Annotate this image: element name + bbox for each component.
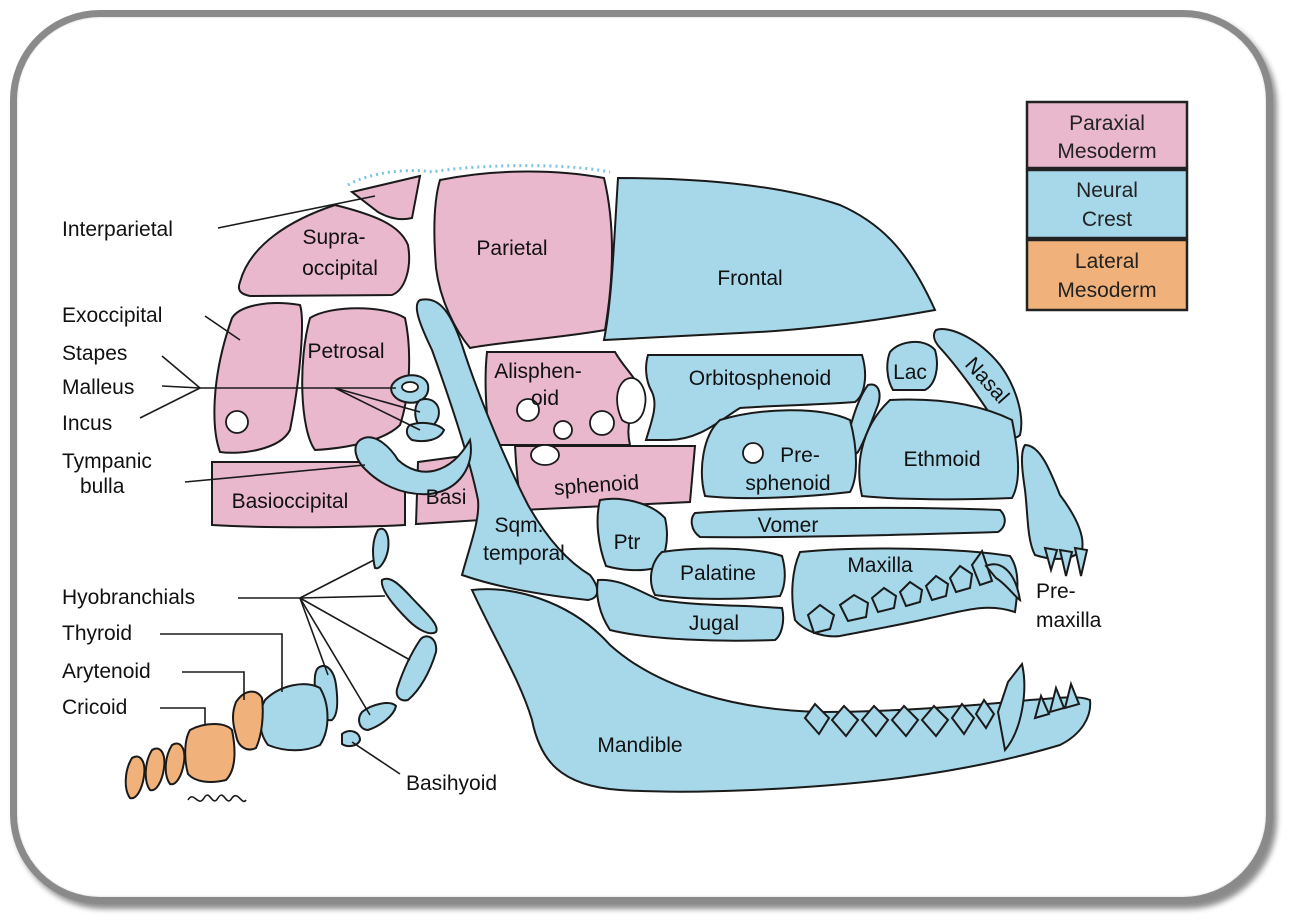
label-ethmoid: Ethmoid (903, 448, 980, 471)
legend-paraxial-line1: Paraxial (1069, 112, 1145, 135)
sphenoid-foramen (531, 445, 559, 465)
label-frontal: Frontal (717, 267, 782, 290)
thyroid-cartilage (260, 684, 327, 750)
tracheal-ring-1 (166, 744, 185, 785)
tracheal-ring-2 (146, 749, 165, 791)
vomer-bone (692, 508, 1005, 537)
stapes-foramen (402, 382, 418, 392)
label-interparietal: Interparietal (62, 218, 173, 241)
label-sqm-1: Sqm. (494, 514, 543, 537)
label-arytenoid: Arytenoid (62, 660, 151, 683)
label-tympanic-1: Tympanic (62, 450, 152, 473)
label-vomer: Vomer (758, 514, 819, 537)
label-pterygoid: Ptr (614, 531, 641, 554)
alisphenoid-foramen-2 (554, 421, 572, 439)
label-incus: Incus (62, 412, 112, 435)
petrosal-bone (302, 308, 409, 450)
legend: Paraxial Mesoderm Neural Crest Lateral M… (1027, 102, 1187, 310)
frontal-bone (604, 178, 935, 340)
label-presphenoid-2: sphenoid (745, 472, 830, 495)
label-premaxilla-1: Pre- (1036, 580, 1076, 603)
legend-lateral-line2: Mesoderm (1057, 279, 1156, 302)
label-parietal: Parietal (476, 237, 547, 260)
label-petrosal: Petrosal (307, 340, 384, 363)
label-supraoccipital-2: occipital (302, 257, 378, 280)
label-cricoid: Cricoid (62, 696, 127, 719)
exoccipital-bone (214, 303, 302, 453)
tracheal-ring-3 (126, 757, 145, 799)
label-supraoccipital-1: Supra- (302, 226, 365, 249)
label-exoccipital: Exoccipital (62, 304, 162, 327)
hyobranchial-3 (397, 636, 436, 700)
label-basioccipital: Basioccipital (232, 490, 349, 513)
orbital-fissure (617, 378, 645, 423)
label-orbitosphenoid: Orbitosphenoid (689, 367, 831, 390)
premaxilla-incisors (1045, 548, 1087, 576)
label-stapes: Stapes (62, 342, 127, 365)
label-sqm-2: temporal (483, 542, 565, 565)
label-alisphenoid-2: oid (531, 387, 559, 410)
basihyoid-bone (342, 731, 360, 746)
label-palatine: Palatine (680, 562, 756, 585)
hyobranchial-2 (382, 579, 437, 634)
optic-foramen (743, 443, 763, 463)
arytenoid-cartilage (233, 692, 263, 750)
legend-lateral-line1: Lateral (1075, 250, 1139, 273)
label-malleus: Malleus (62, 376, 134, 399)
label-thyroid: Thyroid (62, 622, 132, 645)
legend-paraxial-line2: Mesoderm (1057, 140, 1156, 163)
label-presphenoid-1: Pre- (780, 444, 820, 467)
hyobranchial-1 (373, 529, 388, 569)
label-hyobranchials: Hyobranchials (62, 586, 195, 609)
label-premaxilla-2: maxilla (1036, 609, 1102, 632)
alisphenoid-foramen-3 (590, 411, 614, 435)
trachea-squiggle (188, 795, 246, 801)
label-alisphenoid-1: Alisphen- (494, 360, 582, 383)
label-mandible: Mandible (597, 734, 682, 757)
label-maxilla: Maxilla (847, 554, 913, 577)
legend-neural-line1: Neural (1076, 179, 1138, 202)
legend-neural-line2: Crest (1082, 208, 1132, 231)
label-jugal: Jugal (689, 612, 739, 635)
label-basi: Basi (426, 486, 467, 509)
cricoid-cartilage (185, 724, 234, 782)
exoccipital-foramen (226, 411, 248, 433)
label-basihyoid: Basihyoid (406, 772, 497, 795)
label-tympanic-2: bulla (80, 475, 125, 498)
premaxilla-bone (1022, 445, 1083, 559)
label-lacrimal: Lac (893, 361, 927, 384)
